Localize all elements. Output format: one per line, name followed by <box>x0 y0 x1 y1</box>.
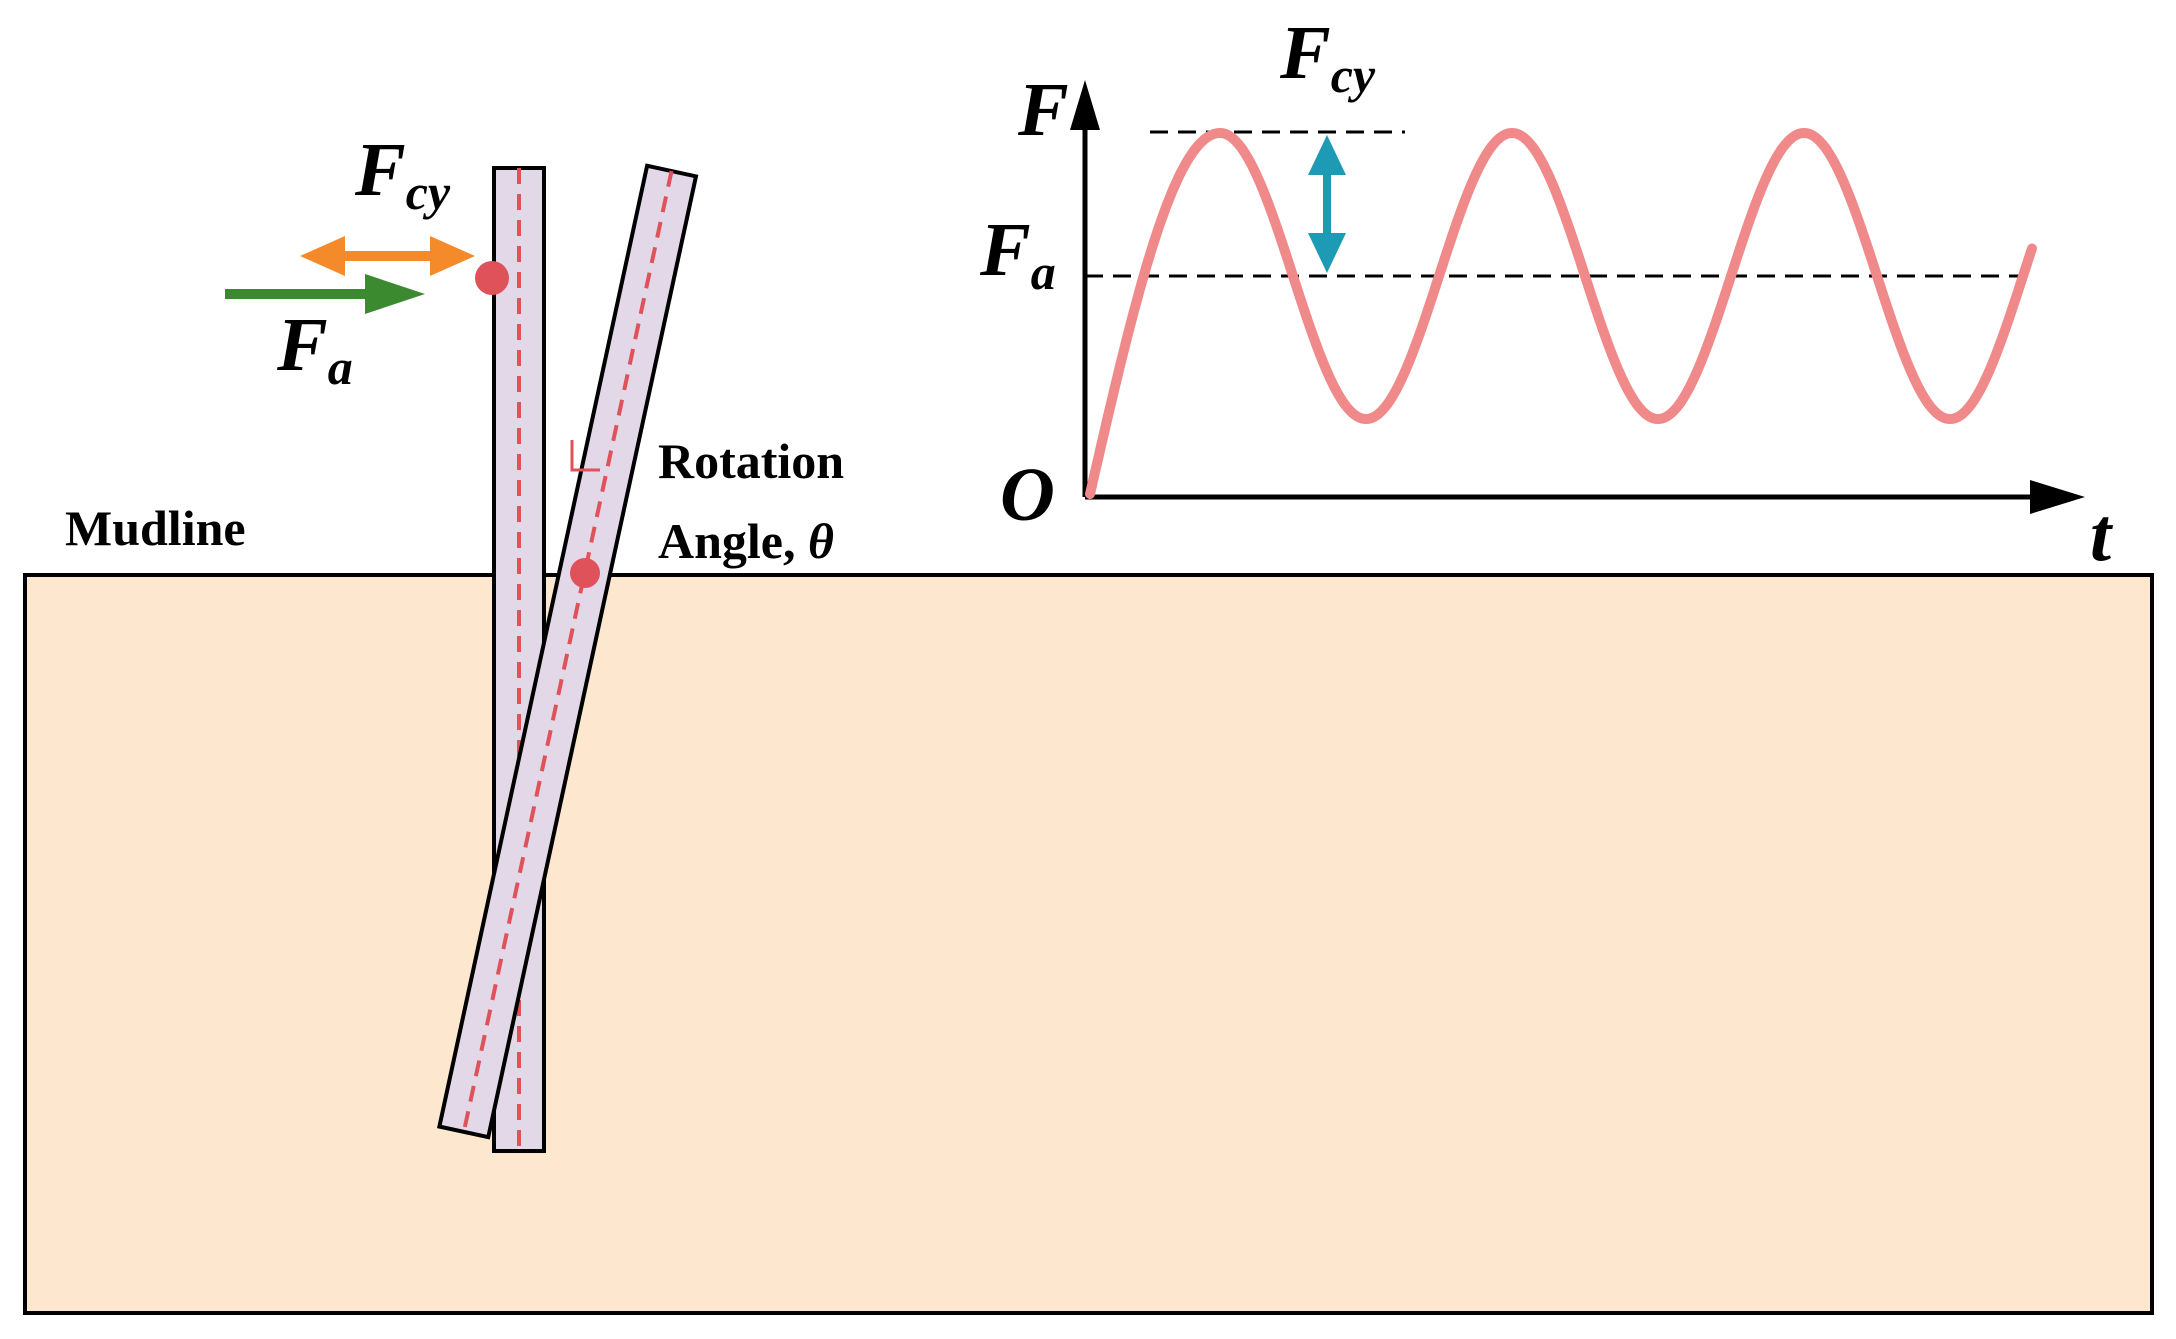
fa-label: Fa <box>276 303 353 395</box>
right-arrow-icon <box>225 274 425 314</box>
mudline-label: Mudline <box>65 500 246 556</box>
soil-block <box>23 573 2154 1315</box>
graph-fa-label: Fa <box>979 208 1056 300</box>
graph-axes <box>1070 80 2085 514</box>
graph-fcy-label: Fcy <box>1279 11 1376 103</box>
rotation-angle-label-line1: Rotation <box>658 433 844 489</box>
axis-f-label: F <box>1017 68 1069 152</box>
axis-t-label: t <box>2090 493 2114 577</box>
load-wave <box>1085 127 2037 499</box>
load-point-marker <box>475 261 509 295</box>
rotation-angle-marker <box>570 440 600 472</box>
rotation-point-marker <box>570 558 600 588</box>
origin-label: O <box>1000 453 1055 537</box>
pile-rotated <box>437 163 699 1140</box>
double-headed-arrow-icon <box>300 236 475 276</box>
double-headed-vertical-arrow-icon <box>1308 135 1346 273</box>
fcy-label: Fcy <box>354 128 451 220</box>
pile-rotated-centerline <box>461 170 674 1133</box>
rotation-angle-label-line2: Angle, θ <box>658 513 834 569</box>
